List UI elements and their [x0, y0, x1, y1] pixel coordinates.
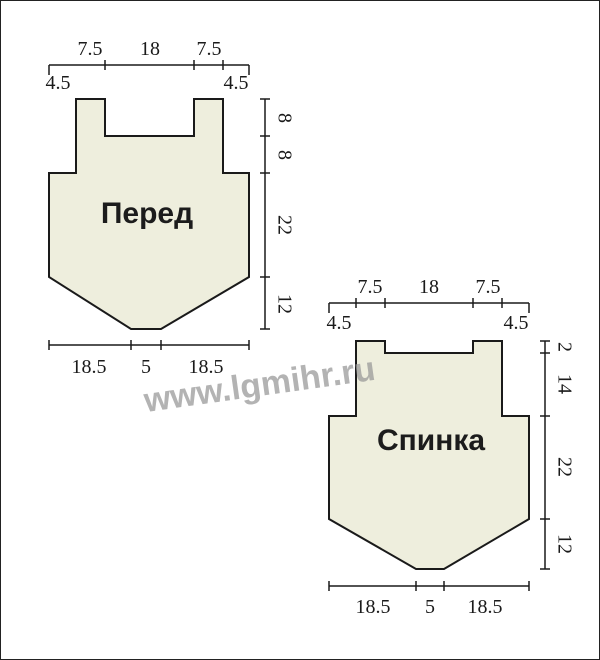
front-bottom-dim-right: 18.5: [189, 356, 224, 378]
back-side-dimension: [540, 340, 550, 570]
back-bottom-dim-right: 18.5: [468, 596, 503, 618]
front-top-dim-left: 7.5: [78, 38, 103, 60]
back-bottom-dim-center: 5: [425, 596, 435, 618]
front-bottom-dimension: [48, 340, 250, 350]
front-side-dim-2: 8: [273, 150, 295, 160]
back-title: Спинка: [377, 424, 485, 457]
front-top-dimension: [48, 60, 250, 75]
front-side-dimension: [260, 98, 270, 330]
back-edge-dim-left: 4.5: [327, 312, 352, 334]
back-side-dim-3: 22: [553, 457, 575, 477]
front-bottom-dim-center: 5: [141, 356, 151, 378]
back-top-dim-center: 18: [419, 276, 439, 298]
front-top-dim-center: 18: [140, 38, 160, 60]
back-top-dimension: [328, 298, 530, 313]
back-piece: Спинка 7.5 18 7.5 4.5 4.5 2 14 22 12: [327, 276, 576, 618]
back-shape: [328, 340, 530, 570]
back-side-dim-1: 2: [553, 342, 575, 352]
front-side-dim-1: 8: [273, 113, 295, 123]
front-shape: [48, 98, 250, 330]
back-top-dim-left: 7.5: [358, 276, 383, 298]
back-side-dim-4: 12: [553, 534, 575, 554]
back-bottom-dim-left: 18.5: [356, 596, 391, 618]
back-edge-dim-right: 4.5: [504, 312, 529, 334]
front-edge-dim-left: 4.5: [46, 72, 71, 94]
front-side-dim-3: 22: [273, 215, 295, 235]
front-edge-dim-right: 4.5: [224, 72, 249, 94]
back-bottom-dimension: [328, 581, 530, 591]
back-top-dim-right: 7.5: [476, 276, 501, 298]
front-bottom-dim-left: 18.5: [72, 356, 107, 378]
front-side-dim-4: 12: [273, 294, 295, 314]
front-title: Перед: [101, 197, 193, 230]
watermark-text: www.lgmihr.ru: [141, 350, 378, 420]
front-top-dim-right: 7.5: [197, 38, 222, 60]
front-piece: Перед 7.5 18 7.5 4.5 4.5 8 8 22 12: [46, 38, 296, 378]
back-side-dim-2: 14: [553, 374, 575, 394]
